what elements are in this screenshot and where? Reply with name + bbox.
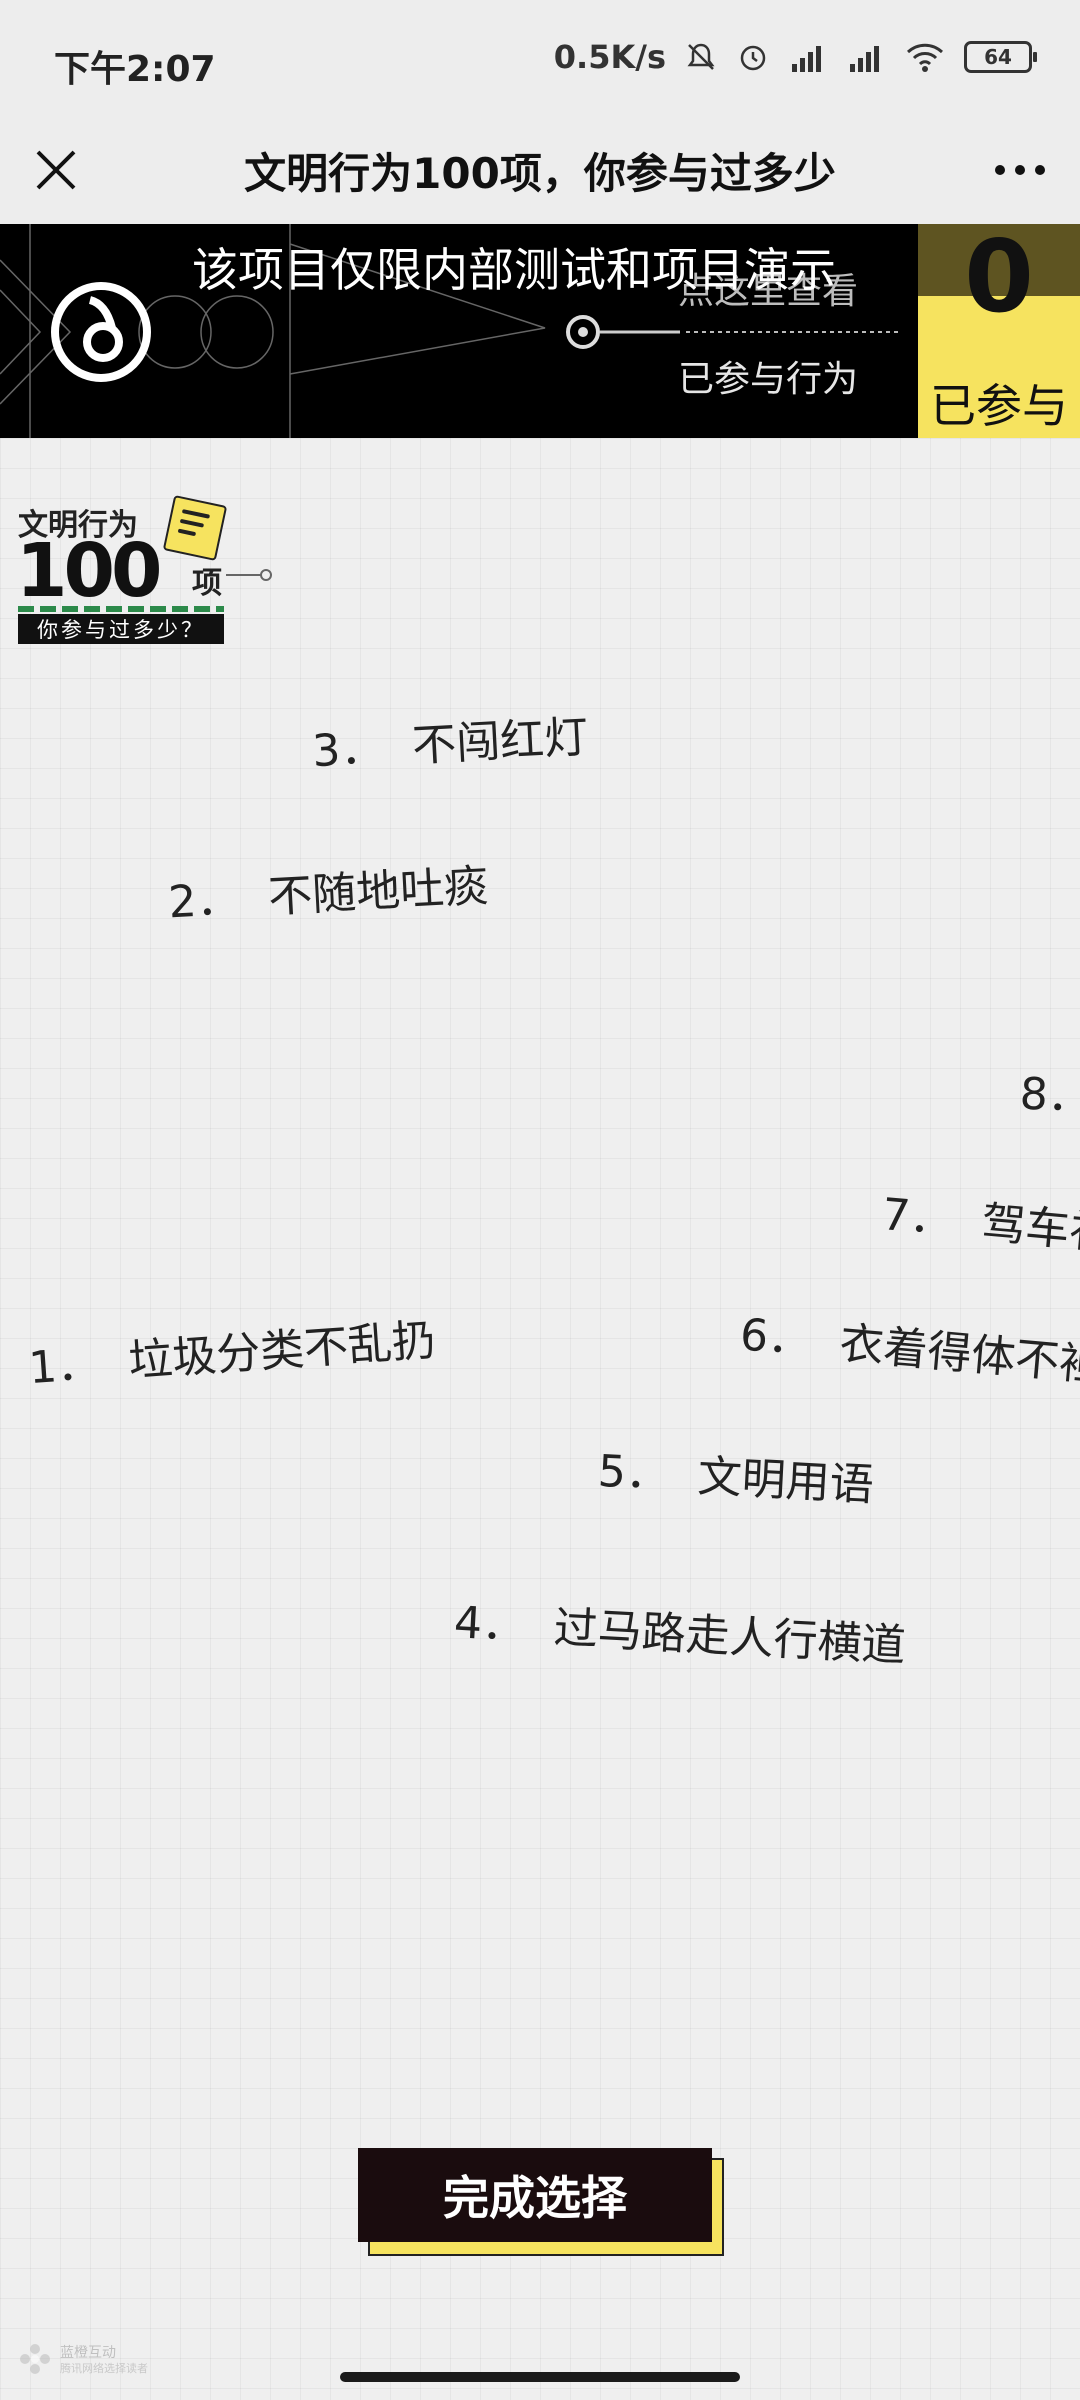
sound-logo-icon bbox=[51, 282, 151, 382]
paper-icon bbox=[162, 494, 228, 562]
banner: 点这里查看 该项目仅限内部测试和项目演示 已参与行为 0 已参与 bbox=[0, 224, 1080, 438]
status-time: 下午2:07 bbox=[54, 49, 216, 90]
home-indicator[interactable] bbox=[340, 2372, 740, 2382]
participation-count: 0 bbox=[964, 224, 1034, 335]
behavior-item[interactable]: 4．过马路走人行横道 bbox=[452, 1597, 907, 1672]
behavior-board: 文明行为 100 项 你参与过多少？ 3．不闯红灯 2．不随地吐痰 8． 7．驾… bbox=[0, 438, 1080, 2400]
banner-disclaimer: 该项目仅限内部测试和项目演示 bbox=[192, 243, 836, 297]
behavior-item[interactable]: 5．文明用语 bbox=[596, 1445, 875, 1512]
footer-brand: 蓝橙互动 腾讯网络选择读者 bbox=[18, 2342, 168, 2378]
logo-line1: 文明行为 bbox=[18, 508, 138, 543]
participation-count-label: 已参与 bbox=[930, 379, 1068, 433]
title-bar: 文明行为100项，你参与过多少 bbox=[0, 120, 1080, 224]
signal-hd-icon bbox=[788, 40, 828, 74]
behavior-item[interactable]: 8． bbox=[1018, 1068, 1080, 1124]
more-icon[interactable] bbox=[984, 138, 1056, 202]
logo-number: 100 bbox=[16, 528, 162, 614]
wifi-icon bbox=[904, 40, 946, 74]
battery-icon: 64 bbox=[964, 41, 1037, 73]
mute-bell-icon bbox=[684, 40, 718, 74]
page-title: 文明行为100项，你参与过多少 bbox=[244, 149, 836, 198]
campaign-logo: 文明行为 100 项 你参与过多少？ bbox=[16, 494, 272, 648]
participated-label: 已参与行为 bbox=[678, 359, 859, 400]
behavior-item[interactable]: 6．衣着得体不袒 bbox=[738, 1309, 1080, 1392]
signal-hd-icon bbox=[846, 40, 886, 74]
close-icon[interactable] bbox=[24, 138, 88, 202]
status-bar: 下午2:07 0.5K/s 64 bbox=[0, 0, 1080, 120]
submit-button-wrap: 完成选择 bbox=[358, 2148, 724, 2256]
status-icons: 0.5K/s 64 bbox=[553, 38, 1037, 76]
behavior-item[interactable]: 7．驾车礼 bbox=[879, 1188, 1080, 1260]
flower-icon bbox=[20, 2344, 50, 2374]
view-link[interactable]: 点这里查看 bbox=[678, 271, 859, 312]
behavior-item[interactable]: 2．不随地吐痰 bbox=[167, 860, 490, 929]
logo-tagline: 你参与过多少？ bbox=[18, 614, 224, 644]
alarm-icon bbox=[736, 40, 770, 74]
logo-unit: 项 bbox=[192, 566, 222, 601]
network-speed: 0.5K/s bbox=[553, 38, 666, 76]
complete-selection-button[interactable]: 完成选择 bbox=[358, 2148, 712, 2242]
behavior-item[interactable]: 1．垃圾分类不乱扔 bbox=[27, 1314, 438, 1395]
banner-decoration bbox=[0, 224, 900, 438]
behavior-item[interactable]: 3．不闯红灯 bbox=[311, 711, 590, 778]
participation-count-box: 0 已参与 bbox=[918, 224, 1080, 438]
